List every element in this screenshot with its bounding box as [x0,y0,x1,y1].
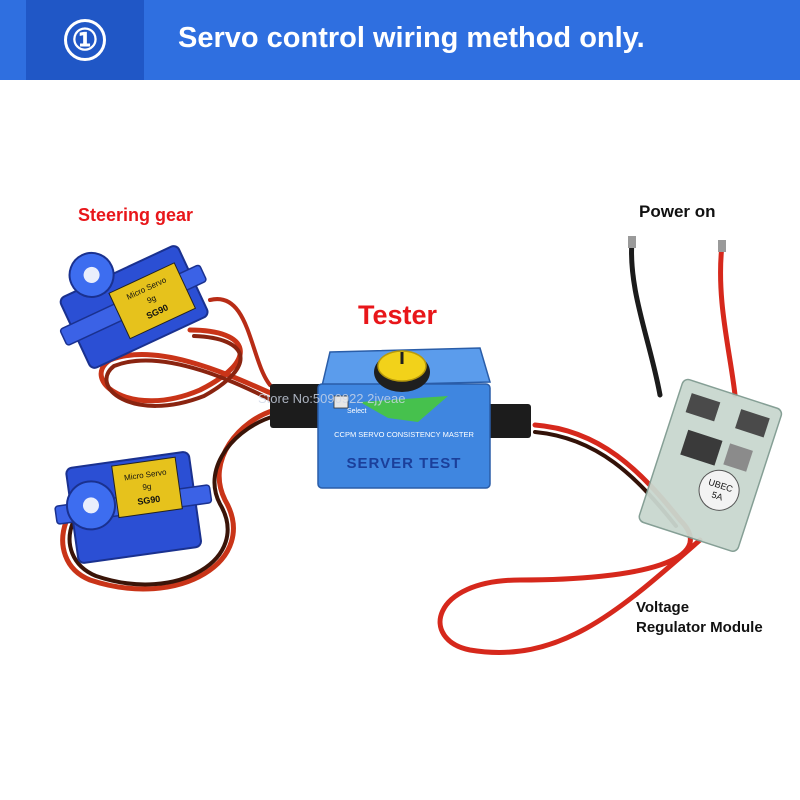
header-banner: ① Servo control wiring method only. [0,0,800,80]
step-badge: ① [26,0,144,80]
svg-text:SG90: SG90 [137,494,161,507]
label-voltage-line1: Voltage [636,599,690,616]
wiring-photo: Micro Servo 9g SG90 Micro Servo 9g SG90 … [54,236,783,655]
servo-bottom: Micro Servo 9g SG90 [54,451,213,564]
svg-text:Select: Select [347,408,367,415]
banner-title: Servo control wiring method only. [178,22,645,54]
label-power-on: Power on [639,202,716,221]
label-tester: Tester [358,300,438,330]
servo-tester: Select CCPM SERVO CONSISTENCY MASTER SER… [317,347,491,489]
servo-top: Micro Servo 9g SG90 [59,245,209,369]
svg-text:9g: 9g [142,482,152,492]
tester-caption: CCPM SERVO CONSISTENCY MASTER [334,430,474,439]
label-steering-gear: Steering gear [78,205,194,225]
svg-text:9g: 9g [146,293,158,305]
label-voltage-line2: Regulator Module [636,619,763,636]
watermark: Store No:5090922 2jyeae [258,391,405,406]
svg-text:5A: 5A [710,490,724,503]
ubec-module: UBEC 5A [638,378,783,552]
label-voltage-regulator: Voltage Regulator Module [636,598,763,638]
step-number: ① [64,19,106,61]
tester-front-text: SERVER TEST [347,455,462,472]
